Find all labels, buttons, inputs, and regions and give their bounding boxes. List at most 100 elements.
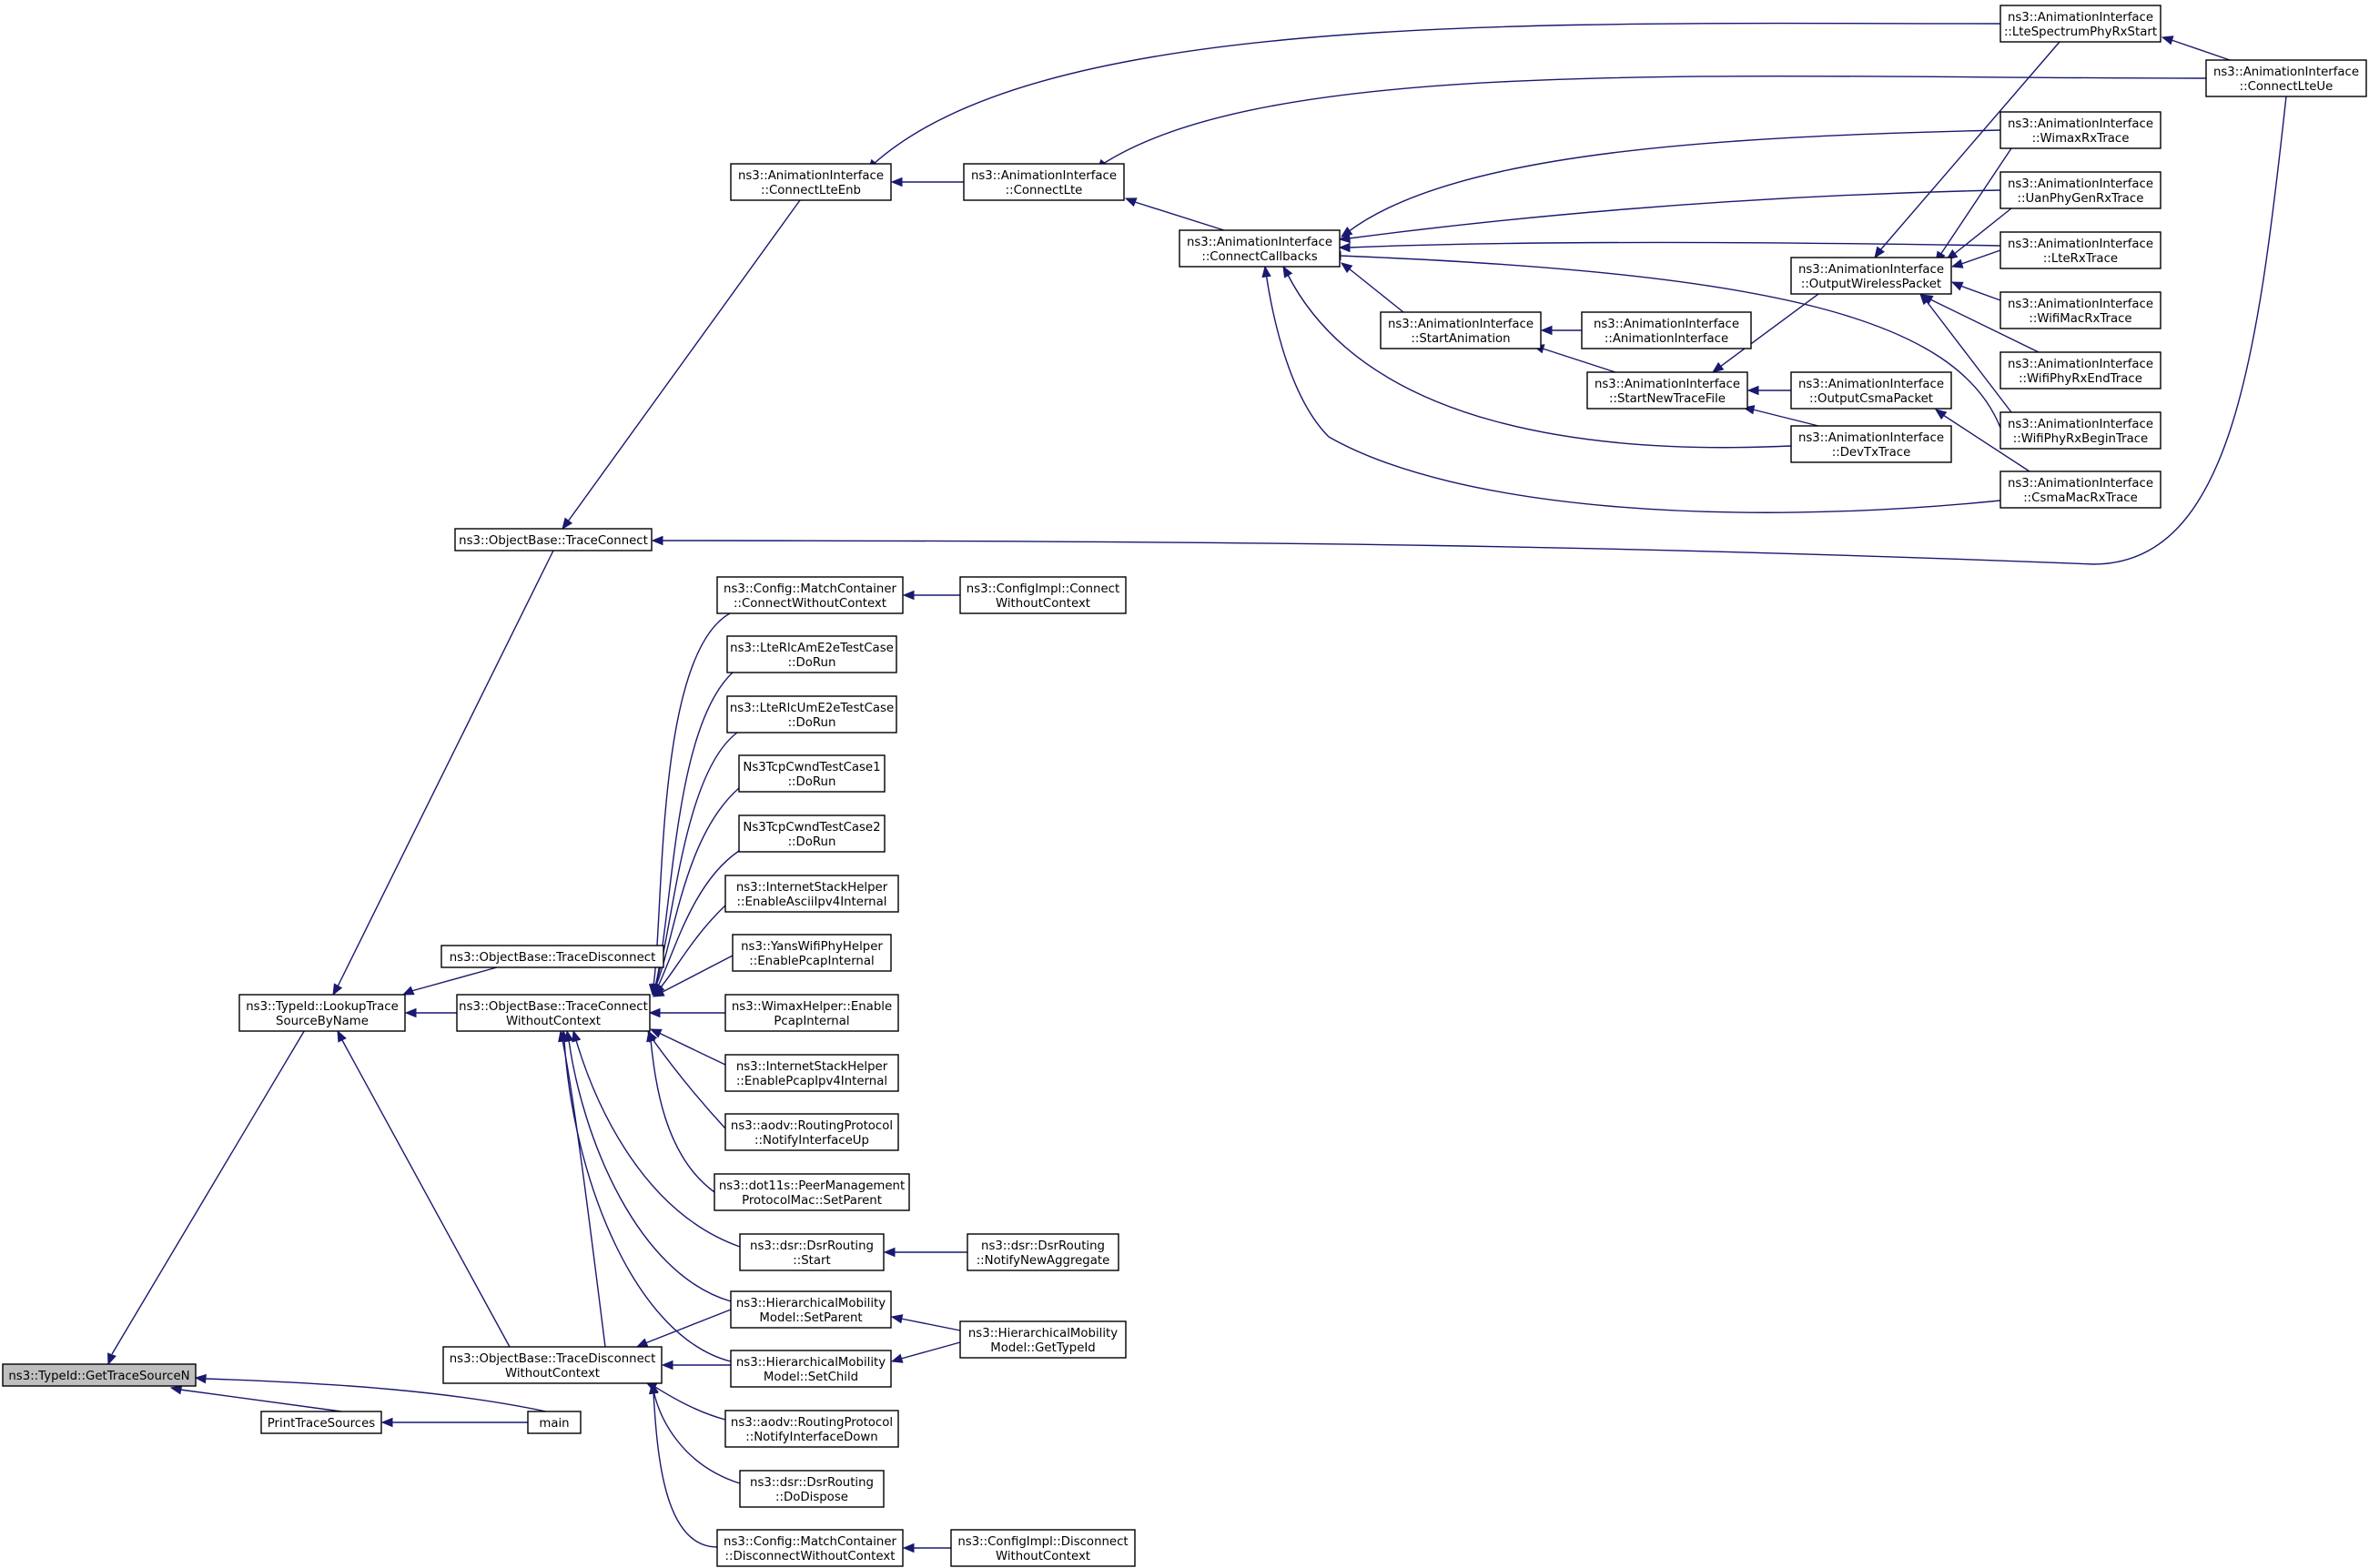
arrowhead-icon [380,1417,393,1428]
node-label: ns3::AnimationInterface [1187,236,1332,249]
node-main[interactable]: main [527,1411,582,1434]
node-label: ns3::dsr::DsrRouting [750,1476,874,1490]
node-label: ns3::AnimationInterface [2213,66,2359,79]
node-wend[interactable]: ns3::AnimationInterface::WifiPhyRxEndTra… [1999,351,2161,389]
node-clenb[interactable]: ns3::AnimationInterface::ConnectLteEnb [730,163,892,201]
edge-cicwc_mccwc [902,590,960,601]
node-box [738,754,886,793]
edge-clue_lspr [2161,35,2231,61]
node-sa[interactable]: ns3::AnimationInterface::StartAnimation [1380,311,1542,349]
node-tcp2[interactable]: Ns3TcpCwndTestCase2::DoRun [738,814,886,853]
edge-td_lookup [401,966,498,996]
arrowhead-icon [1338,242,1351,253]
node-dsrdisp[interactable]: ns3::dsr::DsrRouting::DoDispose [739,1470,885,1508]
node-label: ns3::ObjectBase::TraceDisconnect [450,951,656,965]
node-box [738,814,886,853]
node-box [967,1233,1119,1271]
node-mcdwc[interactable]: ns3::Config::MatchContainer::DisconnectW… [716,1529,904,1567]
node-wbegin[interactable]: ns3::AnimationInterface::WifiPhyRxBeginT… [1999,411,2161,450]
node-box [1999,351,2161,389]
node-label: ns3::AnimationInterface [2008,117,2153,131]
node-clue[interactable]: ns3::AnimationInterface::ConnectLteUe [2205,59,2367,97]
node-label: ns3::AnimationInterface [1388,318,1534,331]
node-ai[interactable]: ns3::AnimationInterface::AnimationInterf… [1581,311,1752,349]
node-dsrna[interactable]: ns3::dsr::DsrRouting::NotifyNewAggregate [967,1233,1119,1271]
node-label: ::UanPhyGenRxTrace [2018,192,2144,206]
node-box [2205,59,2367,97]
node-td[interactable]: ns3::ObjectBase::TraceDisconnect [440,945,664,968]
node-aodvup[interactable]: ns3::aodv::RoutingProtocol::NotifyInterf… [724,1113,899,1151]
node-label: ::AnimationInterface [1605,332,1728,346]
node-label: ::DoDispose [775,1491,848,1504]
node-yans[interactable]: ns3::YansWifiPhyHelper::EnablePcapIntern… [732,934,892,972]
node-aodvdown[interactable]: ns3::aodv::RoutingProtocol::NotifyInterf… [724,1410,899,1448]
arrowhead-icon [1746,385,1759,396]
node-label: ::WifiPhyRxBeginTrace [2013,432,2148,446]
node-mccwc[interactable]: ns3::Config::MatchContainer::ConnectWith… [716,576,904,614]
node-box [963,163,1125,201]
node-box [959,1320,1127,1359]
node-tdwc[interactable]: ns3::ObjectBase::TraceDisconnectWithoutC… [442,1346,663,1384]
node-owp[interactable]: ns3::AnimationInterface::OutputWirelessP… [1790,257,1952,295]
node-label: ::DisconnectWithoutContext [725,1550,896,1563]
node-wmac[interactable]: ns3::AnimationInterface::WifiMacRxTrace [1999,291,2161,329]
node-ccb[interactable]: ns3::AnimationInterface::ConnectCallback… [1179,229,1341,268]
node-label: WithoutContext [996,597,1090,611]
arrowhead-icon [1338,233,1351,244]
node-label: ::ConnectCallbacks [1201,250,1317,264]
node-label: ::OutputCsmaPacket [1809,392,1933,406]
node-lspr[interactable]: ns3::AnimationInterface::LteSpectrumPhyR… [1999,5,2161,43]
node-cicwc[interactable]: ns3::ConfigImpl::ConnectWithoutContext [959,576,1127,614]
edge-wbegin_owp [1919,292,2012,413]
edge-cidwc_mcdwc [902,1543,951,1553]
arrowhead-icon [646,1029,656,1043]
node-ocp[interactable]: ns3::AnimationInterface::OutputCsmaPacke… [1790,371,1952,410]
node-label: ::ConnectLte [1006,184,1083,197]
node-tcwc[interactable]: ns3::ObjectBase::TraceConnectWithoutCont… [456,994,651,1032]
node-wimax[interactable]: ns3::AnimationInterface::WimaxRxTrace [1999,111,2161,149]
arrowhead-icon [337,1029,347,1043]
node-csma[interactable]: ns3::AnimationInterface::CsmaMacRxTrace [1999,470,2161,509]
node-box [716,1529,904,1567]
node-sntf[interactable]: ns3::AnimationInterface::StartNewTraceFi… [1586,371,1748,410]
node-label: ::OutputWirelessPacket [1801,278,1941,291]
node-label: ns3::AnimationInterface [971,169,1117,183]
node-label: ns3::AnimationInterface [2008,177,2153,191]
node-ishascii[interactable]: ns3::InternetStackHelper::EnableAsciiIpv… [724,875,899,913]
edge-wimax_ccb [1340,129,2001,238]
node-label: ns3::YansWifiPhyHelper [741,940,883,954]
node-tcp1[interactable]: Ns3TcpCwndTestCase1::DoRun [738,754,886,793]
arrowhead-icon [169,1385,183,1395]
arrowhead-icon [404,1007,417,1018]
node-uan[interactable]: ns3::AnimationInterface::UanPhyGenRxTrac… [1999,171,2161,209]
node-dtx[interactable]: ns3::AnimationInterface::DevTxTrace [1790,425,1952,463]
node-clte[interactable]: ns3::AnimationInterface::ConnectLte [963,163,1125,201]
node-box [950,1529,1136,1567]
node-label: ::NotifyInterfaceDown [745,1431,877,1444]
node-dot11s[interactable]: ns3::dot11s::PeerManagementProtocolMac::… [714,1173,910,1211]
node-cidwc[interactable]: ns3::ConfigImpl::DisconnectWithoutContex… [950,1529,1136,1567]
node-label: ns3::LteRlcAmE2eTestCase [730,642,894,655]
edge-dot11s_tcwc [646,1029,715,1193]
node-hmgt[interactable]: ns3::HierarchicalMobilityModel::GetTypeI… [959,1320,1127,1359]
node-rlcam[interactable]: ns3::LteRlcAmE2eTestCase::DoRun [726,635,897,673]
node-label: ::EnableAsciiIpv4Internal [737,895,887,909]
node-box [724,1054,899,1092]
node-root[interactable]: ns3::TypeId::GetTraceSourceN [2,1363,197,1387]
arrowhead-icon [661,1360,673,1371]
node-box [730,1290,892,1329]
node-lterx[interactable]: ns3::AnimationInterface::LteRxTrace [1999,231,2161,269]
node-ishpcap[interactable]: ns3::InternetStackHelper::EnablePcapIpv4… [724,1054,899,1092]
node-pts[interactable]: PrintTraceSources [260,1411,382,1434]
edge-uan_ccb [1338,189,2001,244]
node-label: ::EnablePcapInternal [749,955,874,968]
node-label: Ns3TcpCwndTestCase1 [743,761,880,774]
node-wimaxh[interactable]: ns3::WimaxHelper::EnablePcapInternal [724,994,899,1032]
edge-yans_tcwc [652,955,734,997]
node-hmsp[interactable]: ns3::HierarchicalMobilityModel::SetParen… [730,1290,892,1329]
node-rlcum[interactable]: ns3::LteRlcUmE2eTestCase::DoRun [726,695,897,733]
node-tc[interactable]: ns3::ObjectBase::TraceConnect [454,528,653,551]
node-dsrstart[interactable]: ns3::dsr::DsrRouting::Start [739,1233,885,1271]
